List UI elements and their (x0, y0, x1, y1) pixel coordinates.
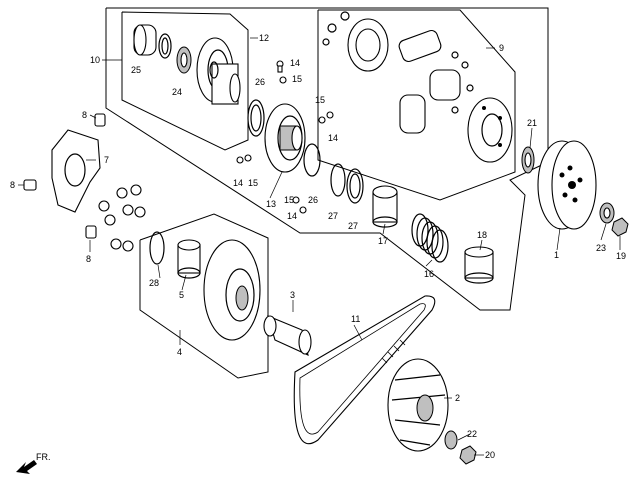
callout-10: 10 (90, 55, 100, 65)
part-9-clutch-weights (322, 11, 474, 134)
part-18-collar (464, 246, 494, 284)
callout-17: 17 (378, 236, 388, 246)
callout-4: 4 (177, 347, 182, 357)
part-22-washer (444, 430, 458, 450)
part-11-drive-belt (293, 295, 436, 445)
callout-21: 21 (527, 118, 537, 128)
part-14-guide-pins (236, 60, 334, 214)
front-direction-indicator: FR. (16, 452, 51, 474)
part-26-o-ring-2 (303, 143, 321, 177)
part-13-movable-driven-face (264, 103, 306, 173)
part-28-o-ring (149, 231, 165, 265)
callout-7: 7 (104, 155, 109, 165)
callout-16: 16 (424, 269, 434, 279)
callout-8b: 8 (10, 180, 15, 190)
callout-20: 20 (485, 450, 495, 460)
callout-11: 11 (351, 314, 360, 324)
part-25-collar (133, 24, 157, 56)
part-26-o-ring (247, 99, 265, 137)
callout-22: 22 (467, 429, 477, 439)
assembly-frame-4 (139, 213, 269, 379)
part-weight-rollers (98, 184, 146, 252)
assembly-frame-10 (105, 7, 549, 311)
part-27-seals (330, 163, 364, 204)
part-seal-rings (158, 33, 192, 74)
callout-18: 18 (477, 230, 487, 240)
callout-25: 25 (131, 65, 141, 75)
part-16-spring (411, 213, 449, 263)
callout-8a: 8 (82, 110, 87, 120)
callout-27a: 27 (328, 211, 338, 221)
assembly-frame-9 (317, 9, 516, 201)
part-9-clutch-plate (467, 97, 513, 163)
callout-28: 28 (149, 278, 159, 288)
part-1-clutch-outer (537, 140, 597, 230)
callout-26b: 26 (308, 195, 318, 205)
callout-1: 1 (554, 250, 559, 260)
part-19-nut (611, 217, 629, 237)
part-4-movable-drive-face (203, 239, 261, 341)
part-17-collar (372, 185, 398, 228)
assembly-frame-12 (121, 11, 249, 151)
belt-teeth (381, 339, 406, 364)
callout-23: 23 (596, 243, 606, 253)
callout-15c: 15 (248, 178, 258, 188)
callout-26a: 26 (255, 77, 265, 87)
callout-8c: 8 (86, 254, 91, 264)
callout-15d: 15 (284, 195, 294, 205)
callout-24: 24 (172, 87, 182, 97)
callout-2: 2 (455, 393, 460, 403)
callout-14c: 14 (233, 178, 243, 188)
callout-12: 12 (259, 33, 269, 43)
part-20-nut (459, 445, 477, 465)
leader-lines (18, 37, 621, 456)
part-2-drive-face (387, 358, 449, 452)
callout-14b: 14 (328, 133, 338, 143)
callout-5: 5 (179, 290, 184, 300)
part-3-shaft (263, 315, 312, 356)
part-12-driven-face (196, 37, 241, 105)
callout-3: 3 (290, 290, 295, 300)
callout-14a: 14 (290, 58, 300, 68)
part-5-collar (177, 239, 201, 279)
callout-labels: 1 2 3 4 5 7 8 8 8 9 10 11 12 13 14 14 14… (10, 33, 626, 460)
arrow-left-icon (16, 460, 37, 474)
direction-label: FR. (36, 452, 51, 462)
callout-9: 9 (499, 43, 504, 53)
callout-19: 19 (616, 251, 626, 261)
callout-15a: 15 (292, 74, 302, 84)
callout-27b: 27 (348, 221, 358, 231)
callout-14d: 14 (287, 211, 297, 221)
part-7-ramp-plate (51, 129, 101, 213)
callout-15b: 15 (315, 95, 325, 105)
callout-13: 13 (266, 199, 276, 209)
